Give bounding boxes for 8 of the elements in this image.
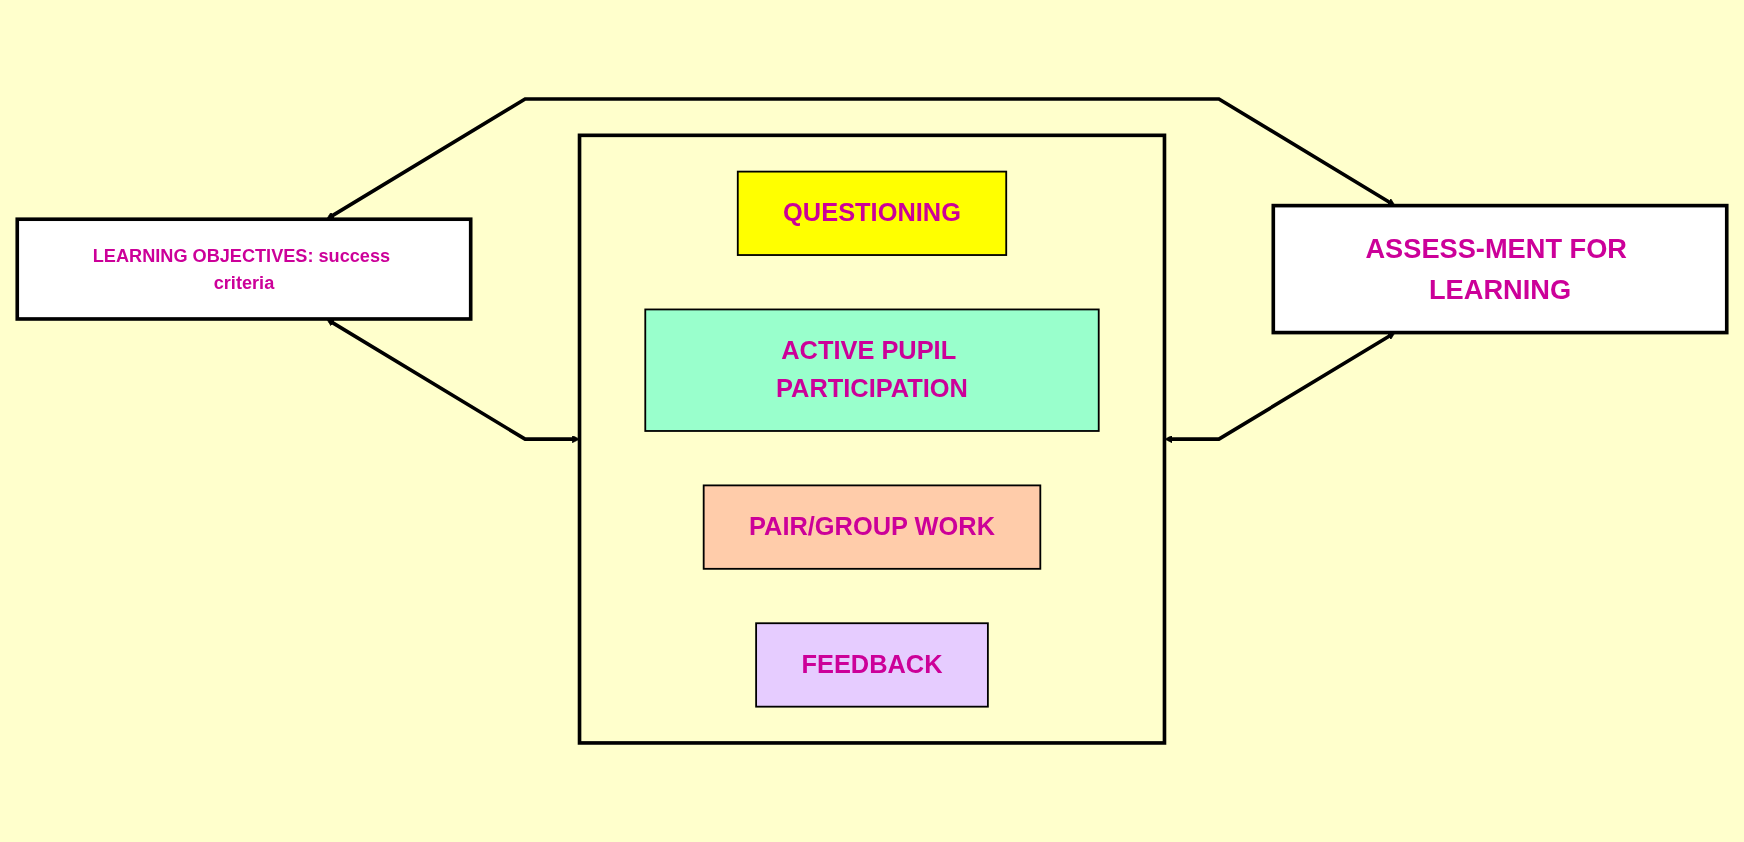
arrow [326, 97, 1396, 220]
node-box: LEARNING OBJECTIVES: success criteria [15, 217, 473, 321]
node-box: FEEDBACK [755, 622, 989, 708]
node-box: ASSESS-MENT FOR LEARNING [1271, 203, 1729, 335]
node-box: QUESTIONING [736, 170, 1008, 256]
node-box: ACTIVE PUPIL PARTICIPATION [644, 308, 1100, 432]
node-box: PAIR/GROUP WORK [702, 484, 1042, 570]
cluster [577, 133, 1167, 745]
